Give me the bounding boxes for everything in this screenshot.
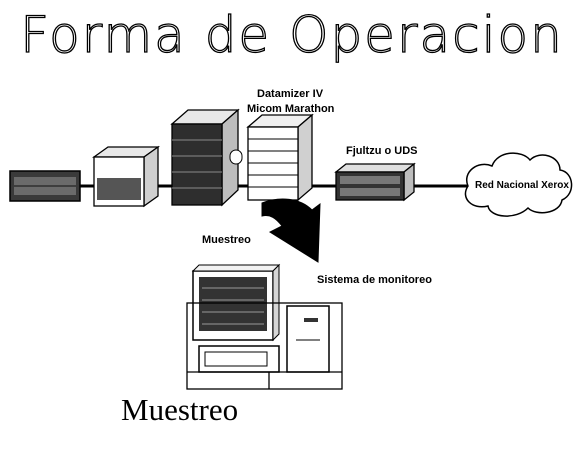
label-micom: Micom Marathon bbox=[247, 103, 335, 115]
uds-device bbox=[334, 162, 416, 202]
terminal-device bbox=[9, 170, 81, 202]
monitor-device bbox=[191, 263, 281, 342]
rack-device bbox=[170, 108, 243, 207]
label-fjultzu: Fjultzu o UDS bbox=[346, 145, 418, 157]
keyboard-device bbox=[198, 345, 280, 373]
datamizer-cabinet bbox=[246, 113, 314, 202]
channel-extender-device bbox=[91, 145, 161, 208]
label-muestreo: Muestreo bbox=[202, 234, 251, 246]
cpu-tower bbox=[286, 305, 330, 373]
label-datamizer: Datamizer IV bbox=[257, 88, 324, 100]
curved-arrow-icon bbox=[261, 198, 321, 263]
label-sistema: Sistema de monitoreo bbox=[317, 274, 432, 286]
caption: Muestreo bbox=[121, 392, 239, 427]
monitoring-table bbox=[186, 302, 343, 390]
red-cloud-shape bbox=[464, 152, 573, 217]
label-red: Red Nacional Xerox bbox=[475, 180, 569, 191]
page-title: Forma de Operacion bbox=[20, 5, 564, 64]
